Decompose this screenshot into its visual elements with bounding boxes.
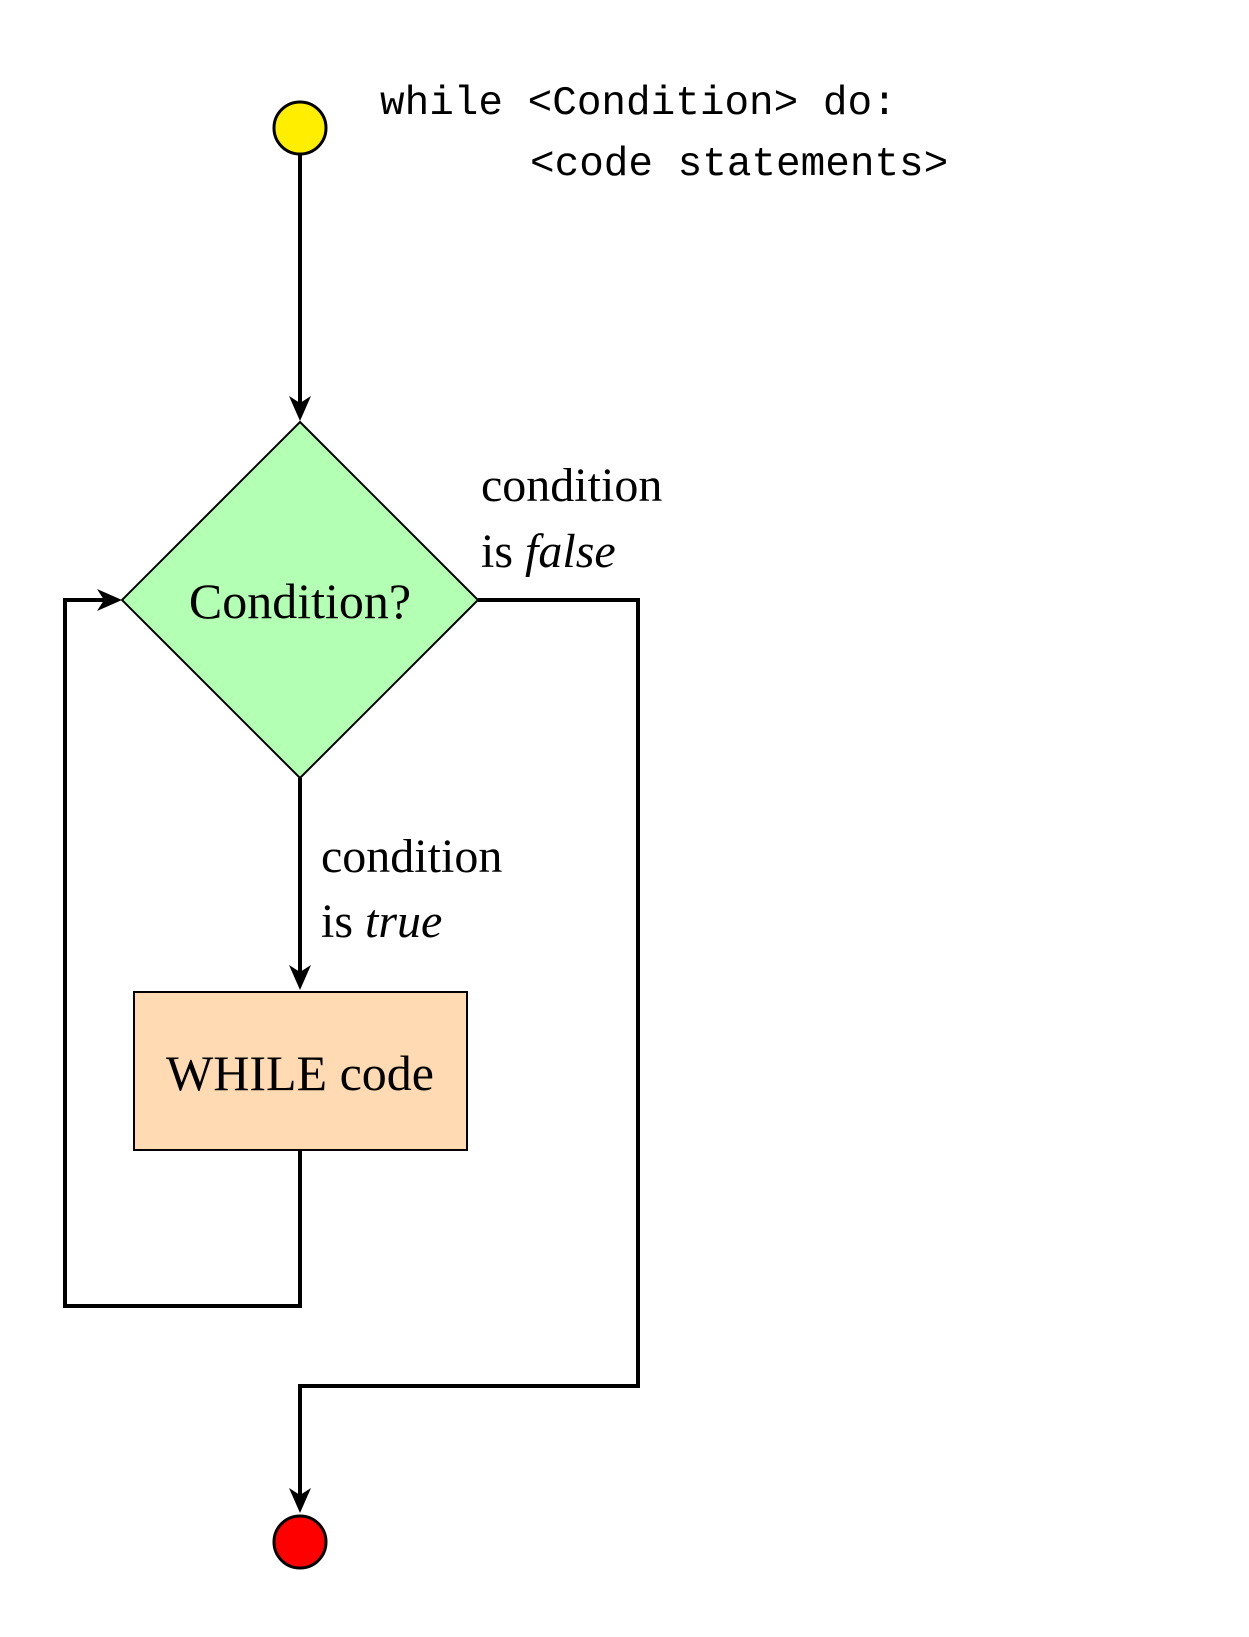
arrowhead-body-in (289, 965, 311, 990)
edge-exit (298, 598, 640, 1497)
code-line-1: while <Condition> do: (380, 81, 897, 127)
edge-loop-back (63, 598, 302, 1308)
false-label-line-1: condition (481, 459, 662, 512)
false-label-line-2: is false (481, 525, 616, 578)
arrowhead-end-in (289, 1488, 311, 1513)
arrowhead-loop-back (97, 589, 122, 611)
decision-text: Condition? (189, 573, 411, 629)
code-line-2: <code statements> (530, 142, 948, 188)
end-node (272, 1514, 328, 1570)
true-label-line-1: condition (321, 830, 502, 883)
decision-node (120, 420, 480, 780)
true-label-is: is (321, 895, 365, 948)
true-label-word: true (365, 895, 442, 948)
while-code-text: WHILE code (166, 1045, 434, 1101)
start-node (272, 100, 328, 156)
while-code-box (133, 991, 468, 1151)
true-label-line-2: is true (321, 895, 442, 948)
false-label-is: is (481, 525, 525, 578)
arrowhead-decision-in (289, 396, 311, 421)
false-label-word: false (525, 525, 616, 578)
